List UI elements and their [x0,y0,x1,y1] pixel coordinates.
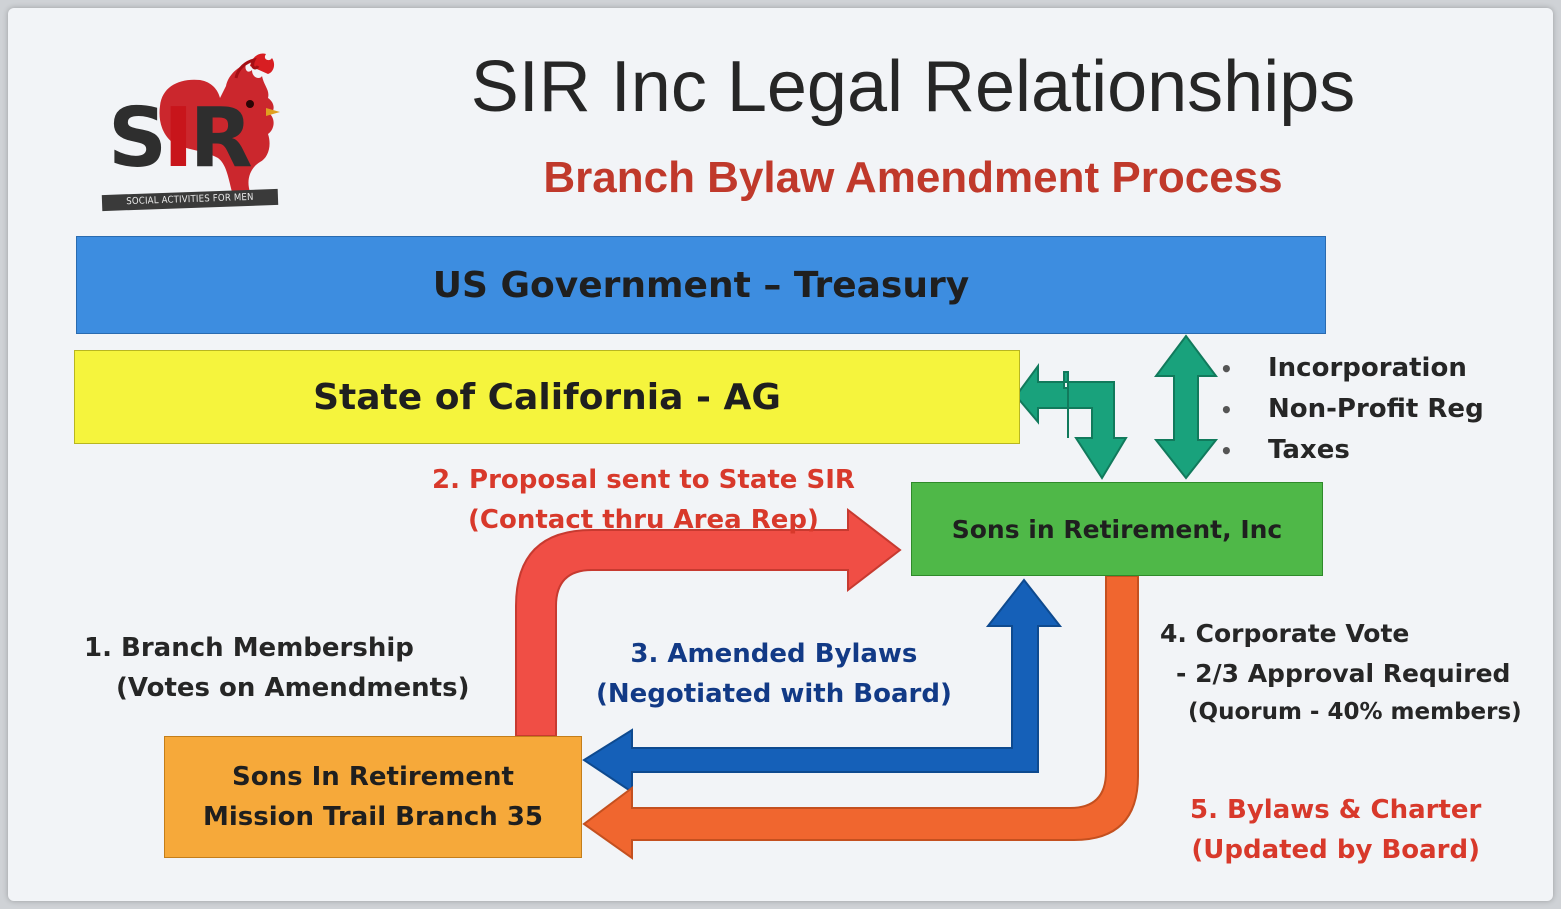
step-5-label: 5. Bylaws & Charter (Updated by Board) [1190,795,1482,866]
step-1-label: 1. Branch Membership (Votes on Amendment… [84,633,470,704]
bullet-icon: • [1220,398,1233,422]
branch-label-line1: Sons In Retirement [232,761,514,792]
state-bar: State of California - AG [74,350,1020,444]
arrow-proposal [515,507,902,737]
list-item: •Incorporation [1220,348,1484,389]
step-2-label: 2. Proposal sent to State SIR (Contact t… [432,465,855,536]
bullet-icon: • [1220,357,1233,381]
arrow-amended-bylaws [582,578,1063,794]
branch-box: Sons In Retirement Mission Trail Branch … [164,736,582,858]
treasury-bar: US Government – Treasury [76,236,1326,334]
inc-relations-list: •Incorporation •Non-Profit Reg •Taxes [1220,348,1484,471]
arrow-treasury-inc [1153,334,1219,480]
page-subtitle: Branch Bylaw Amendment Process [543,153,1283,202]
arrow-state-inc [1014,362,1128,480]
list-item: •Taxes [1220,430,1484,471]
slide: SIR SOCIAL ACTIVITIES FOR MEN SIR Inc Le… [8,8,1553,901]
page-title: SIR Inc Legal Relationships [470,47,1356,127]
list-item: •Non-Profit Reg [1220,389,1484,430]
treasury-label: US Government – Treasury [432,264,970,306]
bullet-icon: • [1220,439,1233,463]
arrow-charter-update [582,575,1139,860]
logo-lettering: SIR [108,91,253,186]
state-label: State of California - AG [313,376,781,418]
sir-inc-label: Sons in Retirement, Inc [951,514,1283,544]
step-4-label: 4. Corporate Vote - 2/3 Approval Require… [1160,619,1522,725]
rooster-icon [159,53,280,192]
sir-logo: SIR SOCIAL ACTIVITIES FOR MEN [100,46,285,221]
sir-inc-box: Sons in Retirement, Inc [911,482,1323,576]
flow-arrows [515,334,1219,860]
step-3-label: 3. Amended Bylaws (Negotiated with Board… [596,639,952,710]
branch-label-line2: Mission Trail Branch 35 [202,802,544,832]
